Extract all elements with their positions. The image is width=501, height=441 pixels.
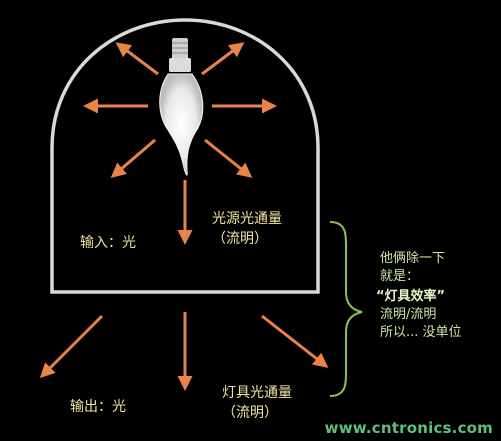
note-line-5: 所以... 没单位	[380, 325, 462, 340]
fixture-dome	[50, 18, 320, 294]
fixture-flux-label: 灯具光通量	[222, 385, 292, 401]
output-label: 输出：光	[70, 399, 126, 415]
arrow-icon	[83, 42, 277, 245]
note-emphasis: “灯具效率”	[376, 289, 446, 304]
fixture-flux-unit: （流明）	[222, 405, 278, 421]
source-flux-unit: （流明）	[212, 231, 268, 247]
note-line-1: 他俩除一下	[380, 251, 446, 266]
candle-bulb-icon	[159, 38, 204, 176]
note-line-2: 就是：	[380, 269, 420, 284]
watermark: www.cntronics.com	[324, 419, 493, 437]
arrow-icon	[39, 312, 329, 391]
source-flux-label: 光源光通量	[212, 211, 282, 227]
note-line-3: “灯具效率”	[376, 288, 445, 305]
note-line-4: 流明/流明	[380, 307, 437, 322]
input-label: 输入：光	[80, 235, 136, 251]
grouping-brace	[329, 221, 363, 397]
